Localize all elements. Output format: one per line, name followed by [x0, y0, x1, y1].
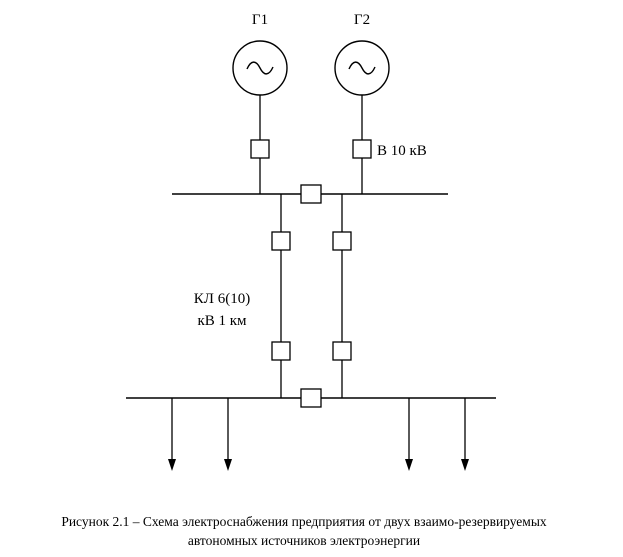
down-arrow-icon	[405, 459, 413, 471]
cable-label-line2: кВ 1 км	[197, 313, 247, 329]
outgoing-feeder-2	[224, 398, 232, 471]
outgoing-feeder-1	[168, 398, 176, 471]
generator-1-breaker	[250, 139, 270, 159]
cable-1-lower-breaker	[271, 341, 291, 361]
outgoing-feeder-3	[405, 398, 413, 471]
cable-label-line1: КЛ 6(10)	[194, 291, 250, 307]
cable-2-upper-breaker	[332, 231, 352, 251]
cable-2-lower-breaker	[332, 341, 352, 361]
generator-2-label: Г2	[354, 12, 370, 28]
generator-1-label: Г1	[252, 12, 268, 28]
cable-1-upper-breaker	[271, 231, 291, 251]
generator-1	[232, 40, 288, 96]
down-arrow-icon	[168, 459, 176, 471]
generator-2	[334, 40, 390, 96]
down-arrow-icon	[461, 459, 469, 471]
lower-bus-tie-breaker	[300, 388, 322, 408]
down-arrow-icon	[224, 459, 232, 471]
figure-caption-line2: автономных источников электроэнергии	[188, 533, 420, 548]
ac-sine-icon	[246, 61, 274, 75]
outgoing-feeder-4	[461, 398, 469, 471]
generator-2-breaker	[352, 139, 372, 159]
upper-bus-tie-breaker	[300, 184, 322, 204]
figure-caption-line1: Рисунок 2.1 – Схема электроснабжения пре…	[61, 514, 547, 529]
ac-sine-icon	[348, 61, 376, 75]
breaker-label: В 10 кВ	[377, 143, 427, 159]
